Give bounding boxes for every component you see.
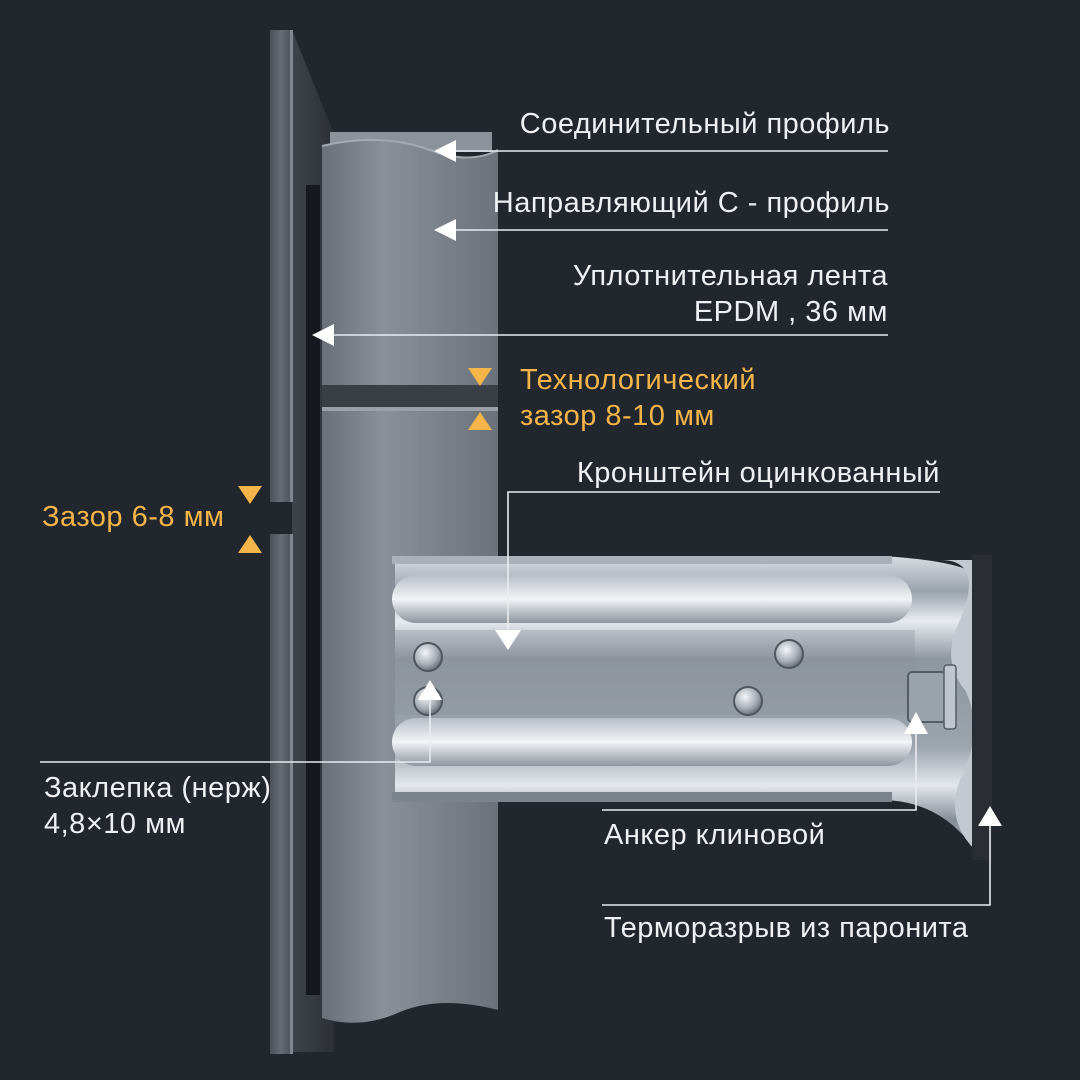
label-guide-c-profile: Направляющий С - профиль	[492, 187, 890, 219]
arrow-connecting-profile	[434, 140, 456, 162]
gap-marker-bottom	[238, 535, 262, 553]
arrow-rivet	[418, 680, 442, 700]
thermal-break	[972, 555, 992, 860]
wedge-anchor	[907, 664, 957, 730]
gap-marker-top	[238, 486, 262, 504]
arrow-anchor	[904, 712, 928, 734]
label-technological-gap: Технологический зазор 8-10 мм	[520, 362, 756, 434]
arrow-sealing-tape	[312, 324, 334, 346]
arrow-bracket	[495, 630, 521, 650]
label-sealing-tape-line1: Уплотнительная лента	[572, 260, 888, 292]
label-anchor: Анкер клиновой	[604, 819, 826, 851]
label-tech-gap-line1: Технологический	[520, 364, 757, 396]
label-bracket: Кронштейн оцинкованный	[576, 457, 940, 489]
gap-markers	[238, 368, 492, 553]
label-gap: Зазор 6-8 мм	[42, 501, 225, 533]
galvanized-bracket	[392, 556, 975, 850]
label-tech-gap-line2: зазор 8-10 мм	[520, 400, 715, 432]
label-thermal-break: Терморазрыв из паронита	[604, 912, 969, 944]
label-rivet: Заклепка (нерж) 4,8×10 мм	[44, 770, 271, 842]
label-sealing-tape-line2: EPDM , 36 мм	[693, 296, 888, 328]
label-sealing-tape: Уплотнительная лента EPDM , 36 мм	[573, 258, 888, 330]
label-rivet-line1: Заклепка (нерж)	[44, 772, 272, 804]
tech-gap-marker-bottom	[468, 412, 492, 430]
leader-arrows	[312, 140, 1002, 826]
label-connecting-profile: Соединительный профиль	[519, 108, 890, 140]
arrow-thermal-break	[978, 806, 1002, 826]
connecting-profile	[321, 132, 499, 385]
label-rivet-line2: 4,8×10 мм	[44, 808, 186, 840]
leader-lines	[40, 150, 991, 906]
arrow-guide-profile	[434, 219, 456, 241]
technological-gap	[322, 385, 498, 407]
tech-gap-marker-top	[468, 368, 492, 386]
sealing-tape	[306, 185, 320, 995]
